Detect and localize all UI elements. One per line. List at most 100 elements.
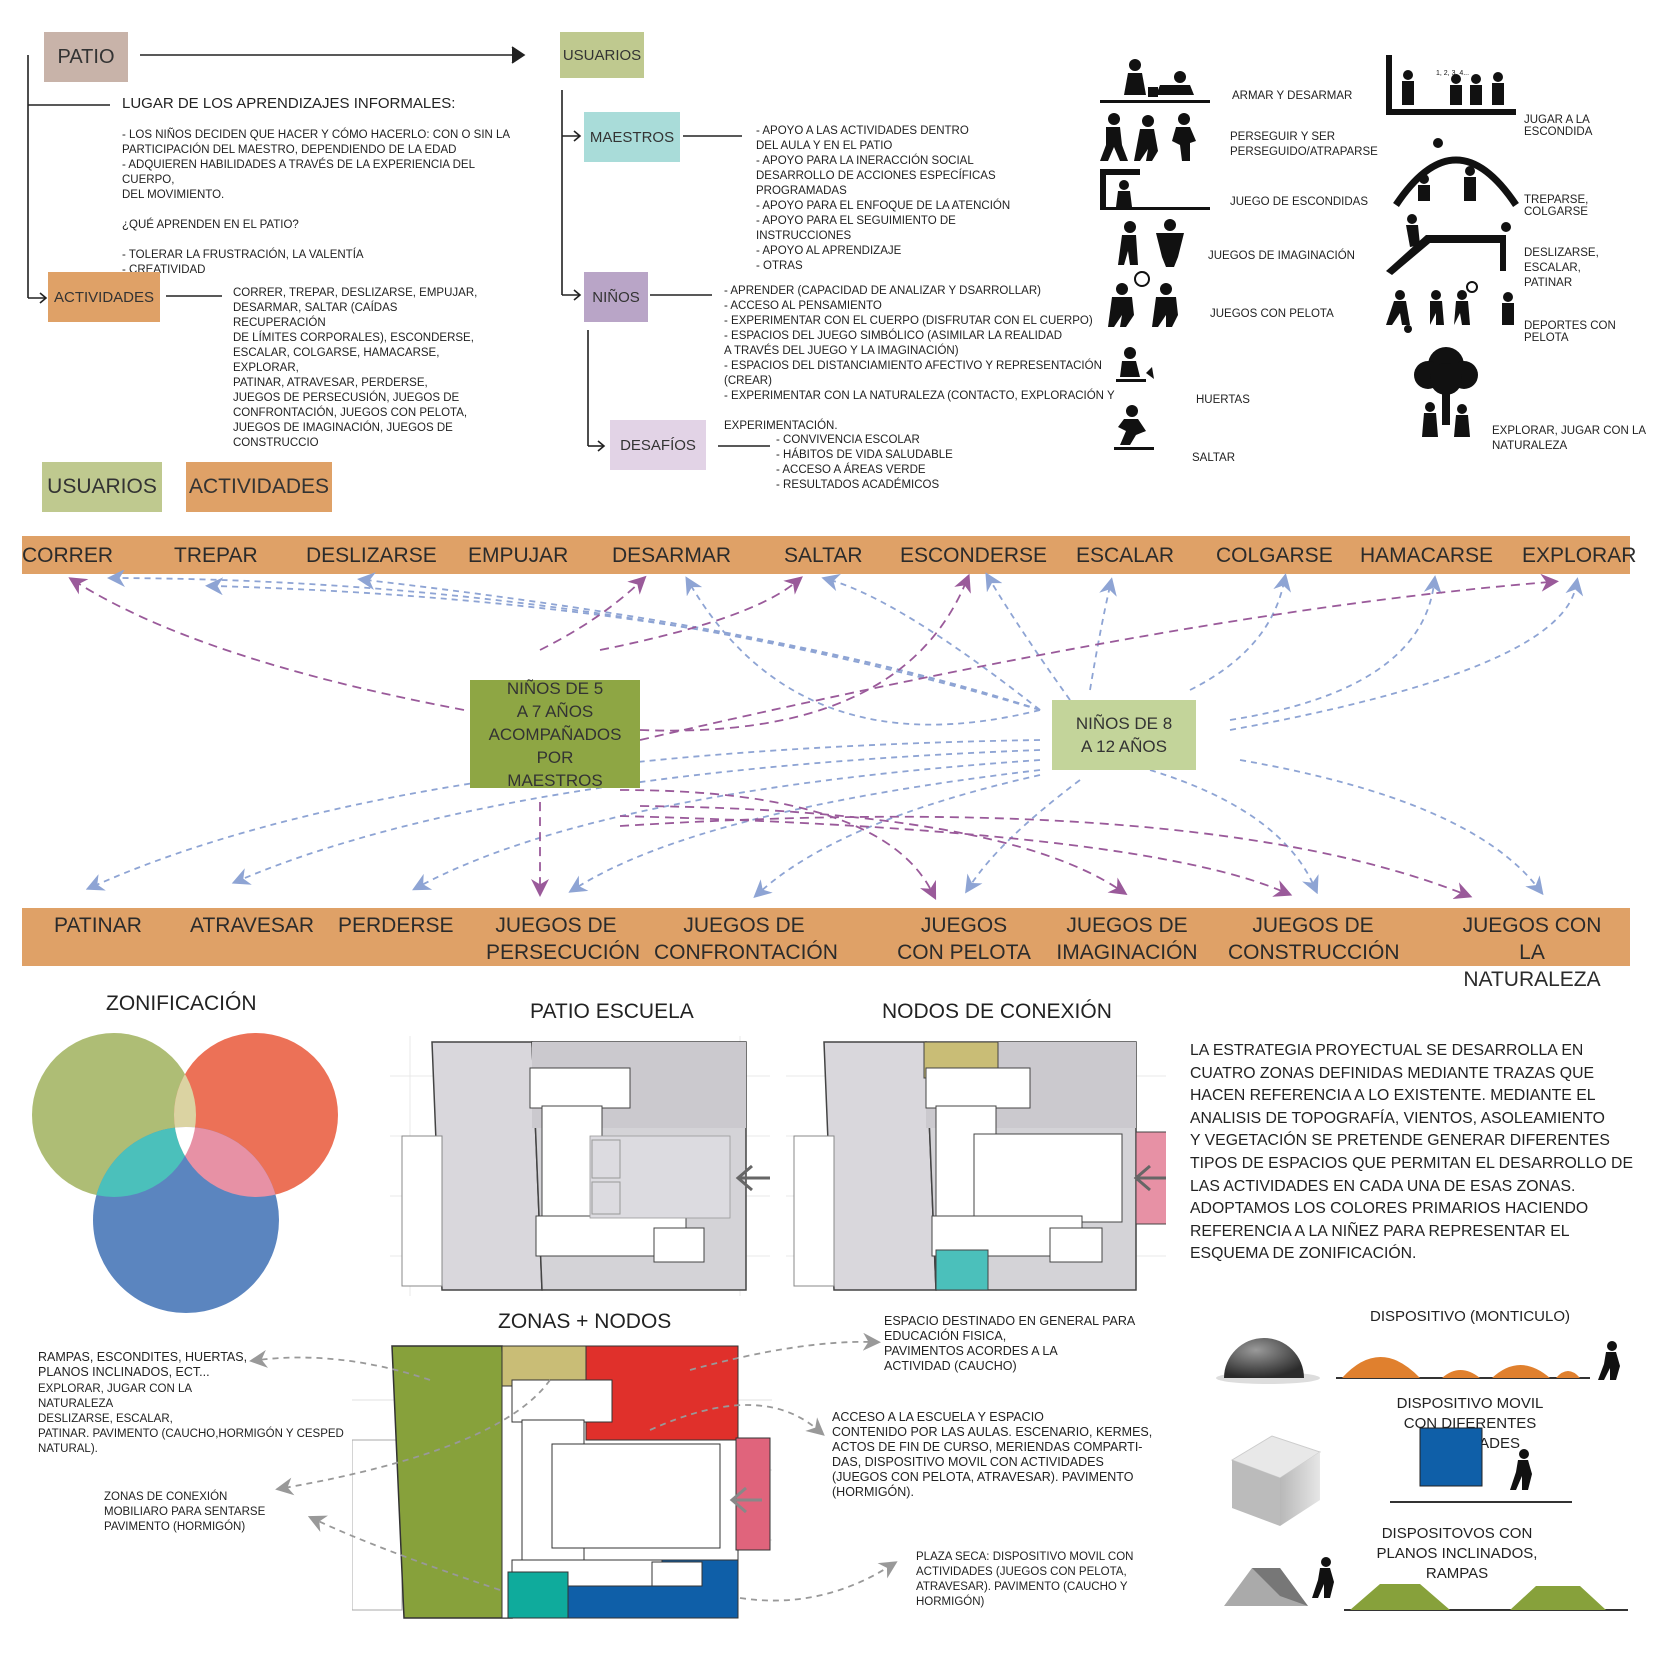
- legend-usuarios: USUARIOS: [42, 462, 162, 512]
- arrow-left-icon: [1133, 1164, 1166, 1192]
- picto-label-treparse: TREPARSE, COLGARSE: [1524, 194, 1589, 218]
- plan-patio-escuela: [390, 1036, 770, 1296]
- picto-label-deportes: DEPORTES CON PELOTA: [1524, 320, 1616, 344]
- runner-icon: [1598, 1341, 1620, 1380]
- maestros-box: MAESTROS: [584, 112, 680, 162]
- band-item-pelota: JUEGOS CON PELOTA: [897, 914, 1031, 964]
- picto-label-pelota: JUEGOS CON PELOTA: [1210, 308, 1334, 320]
- activity-flow-arrows: [68, 570, 1584, 901]
- group-old-box: NIÑOS DE 8 A 12 AÑOS: [1052, 700, 1196, 770]
- group-young-label: NIÑOS DE 5 A 7 AÑOS ACOMPAÑADOS POR MAES…: [488, 678, 622, 790]
- strategy-text: LA ESTRATEGIA PROYECTUAL SE DESARROLLA E…: [1190, 1042, 1633, 1263]
- legend-usuarios-label: USUARIOS: [47, 475, 157, 498]
- ball-game-icon: [1108, 271, 1178, 327]
- build-icon: [1100, 59, 1210, 103]
- ninos-label: NIÑOS: [592, 288, 640, 306]
- band-item-escalar: ESCALAR: [1076, 544, 1175, 567]
- picto-label-imaginacion: JUEGOS DE IMAGINACIÓN: [1208, 250, 1355, 262]
- band-item-construccion: JUEGOS DE CONSTRUCCIÓN: [1228, 914, 1400, 964]
- nodos-title: NODOS DE CONEXIÓN: [882, 1000, 1112, 1023]
- maestros-label: MAESTROS: [589, 128, 675, 146]
- arrow-left-icon: [735, 1164, 770, 1192]
- top-activity-band: CORRER TREPAR DESLIZARSE EMPUJAR DESARMA…: [22, 536, 1636, 574]
- band-item-explorar: EXPLORAR: [1522, 544, 1637, 567]
- zone-yellow: [501, 1345, 587, 1387]
- picto-label-deslizarse: DESLIZARSE, ESCALAR, PATINAR: [1524, 247, 1599, 289]
- bottom-activity-band: PATINAR ATRAVESAR PERDERSE JUEGOS DE PER…: [22, 908, 1630, 991]
- desafios-text: - CONVIVENCIA ESCOLAR - HÁBITOS DE VIDA …: [776, 434, 953, 491]
- count-icon: [1386, 55, 1516, 115]
- usuarios-box: USUARIOS: [560, 32, 644, 78]
- chase-icon: [1100, 113, 1196, 161]
- actividades-label: ACTIVIDADES: [53, 288, 155, 306]
- picto-label-perseguir: PERSEGUIR Y SER PERSEGUIDO/ATRAPARSE: [1230, 131, 1378, 158]
- band-item-persecucion: JUEGOS DE PERSECUCIÓN: [486, 914, 641, 964]
- plan-nodos: [786, 1041, 1166, 1291]
- desafios-label: DESAFÍOS: [620, 436, 696, 454]
- group-old-label: NIÑOS DE 8 A 12 AÑOS: [1075, 714, 1173, 756]
- zonificacion-title: ZONIFICACIÓN: [106, 992, 257, 1015]
- patio-box: PATIO: [44, 32, 128, 82]
- device-monticulo-title: DISPOSITIVO (MONTICULO): [1370, 1308, 1571, 1325]
- tree-icon: [1414, 347, 1478, 437]
- desafios-box: DESAFÍOS: [610, 420, 706, 470]
- runner-icon: [1312, 1557, 1334, 1598]
- maestros-text: - APOYO A LAS ACTIVIDADES DENTRO DEL AUL…: [756, 125, 1011, 272]
- actividades-box: ACTIVIDADES: [48, 272, 160, 322]
- note-red: ESPACIO DESTINADO EN GENERAL PARA EDUCAC…: [884, 1314, 1136, 1373]
- hide-icon: [1100, 169, 1210, 210]
- legend-actividades-label: ACTIVIDADES: [188, 475, 330, 498]
- band-item-correr: CORRER: [22, 544, 114, 567]
- ninos-box: NIÑOS: [584, 272, 648, 322]
- imagination-icon: [1118, 219, 1184, 267]
- sports-ball-icon: [1386, 281, 1514, 333]
- zone-pink: [735, 1437, 771, 1551]
- lugar-title: LUGAR DE LOS APRENDIZAJES INFORMALES:: [122, 95, 456, 112]
- annotation-arrows: [249, 1332, 898, 1602]
- slide-icon: [1386, 214, 1511, 275]
- patio-escuela-title: PATIO ESCUELA: [530, 1000, 694, 1023]
- note-pink: ACCESO A LA ESCUELA Y ESPACIO CONTENIDO …: [832, 1410, 1153, 1499]
- plan-zonas-nodos: [352, 1345, 772, 1619]
- band-item-empujar: EMPUJAR: [468, 544, 569, 567]
- band-item-trepar: TREPAR: [174, 544, 258, 567]
- runner-icon: [1510, 1449, 1532, 1490]
- garden-icon: [1116, 347, 1154, 382]
- picto-label-armar: ARMAR Y DESARMAR: [1232, 90, 1353, 102]
- band-item-saltar: SALTAR: [784, 544, 863, 567]
- lugar-text: - LOS NIÑOS DECIDEN QUE HACER Y CÓMO HAC…: [122, 129, 511, 276]
- picto-label-escondida: JUGAR A LA ESCONDIDA: [1524, 114, 1593, 138]
- note-green-2: EXPLORAR, JUGAR CON LA NATURALEZA DESLIZ…: [38, 1383, 344, 1455]
- count-text: 1, 2, 3, 4...: [1436, 70, 1469, 77]
- device-planos-title: DISPOSITOVOS CON PLANOS INCLINADOS, RAMP…: [1376, 1525, 1538, 1582]
- band-item-desarmar: DESARMAR: [612, 544, 732, 567]
- actividades-text: CORRER, TREPAR, DESLIZARSE, EMPUJAR, DES…: [233, 287, 478, 449]
- band-item-esconderse: ESCONDERSE: [900, 544, 1048, 567]
- pictograms: 1, 2, 3, 4...: [1100, 55, 1519, 450]
- zone-teal: [507, 1571, 569, 1619]
- venn-diagram: [32, 1033, 338, 1313]
- note-blue: PLAZA SECA: DISPOSITIVO MOVIL CON ACTIVI…: [916, 1551, 1134, 1608]
- band-item-imaginacion: JUEGOS DE IMAGINACIÓN: [1056, 914, 1198, 964]
- climb-arch-icon: [1393, 138, 1519, 207]
- picto-label-escondidas: JUEGO DE ESCONDIDAS: [1230, 196, 1369, 208]
- band-item-atravesar: ATRAVESAR: [190, 914, 315, 937]
- picto-label-explorar: EXPLORAR, JUGAR CON LA NATURALEZA: [1492, 425, 1647, 452]
- legend-actividades: ACTIVIDADES: [186, 462, 332, 512]
- band-item-hamacarse: HAMACARSE: [1360, 544, 1494, 567]
- devices-graphics: [1216, 1338, 1628, 1611]
- mobile-device-icon: [1419, 1427, 1483, 1487]
- group-young-box: NIÑOS DE 5 A 7 AÑOS ACOMPAÑADOS POR MAES…: [470, 679, 640, 790]
- band-item-naturaleza: JUEGOS CON LA NATURALEZA: [1462, 914, 1602, 991]
- band-item-deslizarse: DESLIZARSE: [306, 544, 437, 567]
- zonas-nodos-title: ZONAS + NODOS: [498, 1310, 672, 1333]
- band-item-colgarse: COLGARSE: [1216, 544, 1333, 567]
- arrow-left-icon: [729, 1486, 762, 1514]
- dome-icon: [1224, 1338, 1304, 1378]
- picto-label-saltar: SALTAR: [1192, 452, 1236, 464]
- band-item-patinar: PATINAR: [54, 914, 142, 937]
- band-item-perderse: PERDERSE: [338, 914, 454, 937]
- note-nodes: ZONAS DE CONEXIÓN MOBILIARO PARA SENTARS…: [104, 1491, 266, 1533]
- band-item-confrontacion: JUEGOS DE CONFRONTACIÓN: [654, 914, 838, 964]
- ninos-text: - APRENDER (CAPACIDAD DE ANALIZAR Y DSAR…: [724, 285, 1115, 432]
